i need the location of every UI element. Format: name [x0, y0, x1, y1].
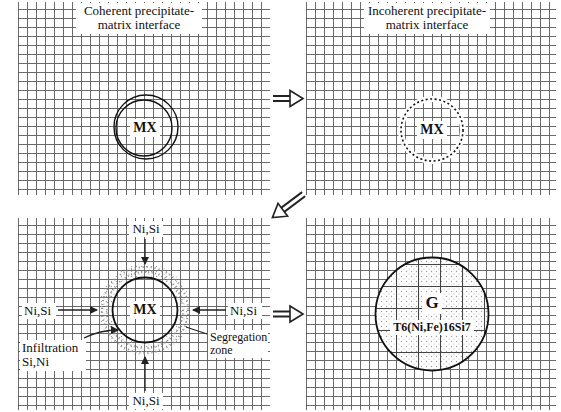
phase-label: MX	[417, 121, 446, 138]
phase-label: MX	[130, 119, 159, 136]
lattice-grid	[18, 218, 270, 410]
double-arrow	[271, 91, 303, 107]
panel-label: Segregation zone	[208, 330, 268, 358]
segregation-halo	[107, 272, 183, 348]
lattice-grid	[306, 218, 556, 410]
lattice-panel: Coherent precipitate-matrix interfaceMX	[18, 2, 270, 195]
panel-label: Ni,Si	[228, 303, 262, 319]
segregation-halo	[105, 270, 185, 350]
interface-ring	[401, 99, 463, 161]
lattice-panel: Incoherent precipitate-matrix interfaceM…	[306, 2, 556, 195]
circle-outline	[374, 256, 490, 372]
phase-label: G	[422, 293, 441, 314]
phase-label: MX	[130, 301, 159, 318]
precipitate-circle: MX	[111, 94, 179, 162]
double-arrow	[272, 193, 305, 218]
panel-label: Ni,Si	[129, 393, 163, 409]
phase-label: T6(Ni,Fe)16Si7	[390, 320, 474, 335]
lattice-panel: Ni,SiNi,SiNi,SiNi,SiInfiltration Si,NiSe…	[18, 218, 270, 410]
panel-label: Coherent precipitate-matrix interface	[76, 3, 202, 34]
panel-label: Incoherent precipitate-matrix interface	[364, 3, 490, 34]
panel-label: Infiltration Si,Ni	[20, 340, 86, 371]
lattice-grid	[18, 2, 270, 195]
panel-label: Ni,Si	[22, 303, 56, 319]
segregation-halo	[102, 267, 188, 353]
panel-label: Ni,Si	[129, 221, 163, 237]
lattice-panel: G T6(Ni,Fe)16Si7	[306, 218, 556, 410]
g-phase-circle: G T6(Ni,Fe)16Si7	[374, 256, 490, 372]
double-arrow	[271, 306, 303, 322]
g-phase-interior	[370, 252, 494, 376]
precipitate-circle: MX	[111, 276, 179, 344]
precipitate-circle: MX	[398, 96, 466, 164]
lattice-grid	[306, 2, 556, 195]
